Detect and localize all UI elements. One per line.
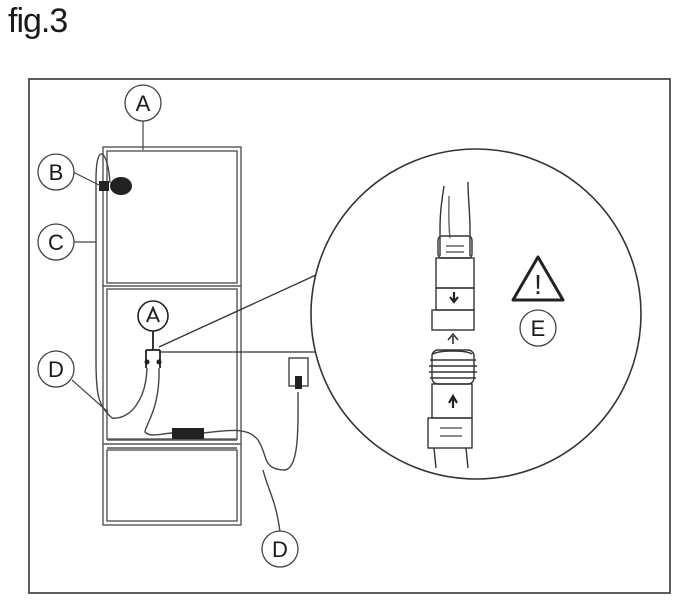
- svg-text:A: A: [136, 91, 151, 116]
- svg-text:C: C: [48, 230, 64, 255]
- callout-b: B: [37, 153, 102, 191]
- connector-bottom: [427, 349, 477, 469]
- svg-text:!: !: [534, 269, 542, 300]
- wall-tap: [288, 357, 309, 389]
- callout-d-left: D: [37, 350, 109, 413]
- svg-text:B: B: [49, 160, 64, 185]
- warning-triangle-icon: !: [511, 255, 565, 302]
- arrow-down-icon: [449, 292, 459, 304]
- water-tube-c: [95, 153, 113, 419]
- svg-text:E: E: [531, 316, 546, 341]
- water-filter: [99, 177, 132, 195]
- svg-text:D: D: [272, 537, 288, 562]
- arrow-up-icon: [448, 393, 458, 408]
- water-hoses: [111, 367, 299, 533]
- callout-d-bottom: D: [261, 530, 299, 568]
- detail-magnifier: [310, 148, 642, 480]
- callout-a: A: [124, 84, 162, 150]
- connector-top: [431, 181, 475, 331]
- inline-connector: [172, 428, 204, 439]
- svg-text:D: D: [48, 357, 64, 382]
- callout-e: E: [519, 309, 557, 347]
- figure-frame: [28, 78, 671, 594]
- arrow-up-outline-icon: [447, 332, 459, 344]
- figure-title: fig.3: [8, 2, 68, 40]
- zoom-line-top: [158, 274, 317, 348]
- refrigerator: [102, 146, 242, 526]
- callout-c: C: [37, 223, 96, 261]
- water-valve: [137, 300, 169, 368]
